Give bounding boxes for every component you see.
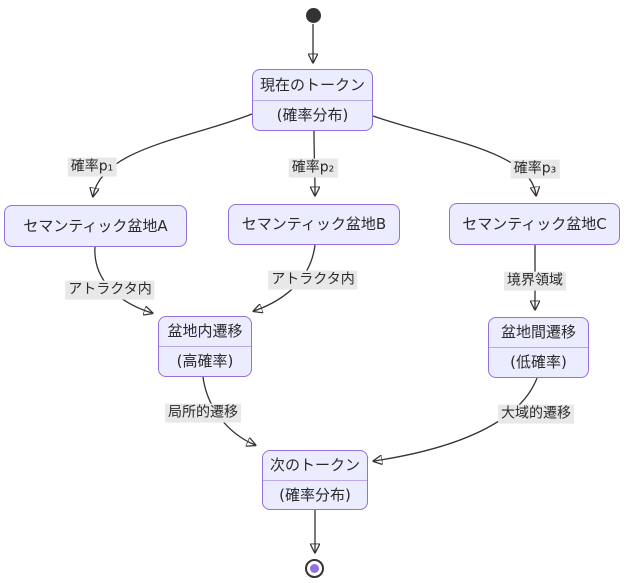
edge-label-probability-p2: 確率p₂ [288,158,338,178]
state-divider [489,347,588,348]
edge-current-token-to-basin-c [372,115,536,195]
state-intra-basin-title: 盆地内遷移 [167,322,243,340]
state-divider [253,100,372,101]
state-inter-basin-subtitle: (低確率) [510,353,567,371]
state-basin-c-title: セマンティック盆地C [462,214,607,233]
final-state-inner-dot [310,564,319,573]
edge-current-token-to-basin-a [93,113,253,196]
edge-label-probability-p1: 確率p₁ [67,157,117,177]
state-next-token-title: 次のトークン [269,456,360,474]
state-basin-c: セマンティック盆地C [449,203,620,245]
state-inter-basin-title: 盆地間遷移 [500,323,576,341]
state-basin-a-title: セマンティック盆地A [23,216,168,235]
state-current-token: 現在のトークン (確率分布) [252,69,373,131]
state-basin-a: セマンティック盆地A [4,205,187,247]
state-intra-basin: 盆地内遷移 (高確率) [158,316,252,377]
state-divider [159,346,251,347]
edge-label-attractor-left: アトラクタ内 [65,280,155,300]
final-state-node [305,559,324,578]
state-current-token-title: 現在のトークン [259,75,365,94]
state-divider [263,480,367,481]
edge-label-probability-p3: 確率p₃ [510,159,560,179]
state-inter-basin: 盆地間遷移 (低確率) [488,317,589,378]
state-next-token-subtitle: (確率分布) [279,485,351,504]
state-intra-basin-subtitle: (高確率) [176,352,234,370]
edge-label-attractor-right: アトラクタ内 [268,270,358,290]
state-basin-b-title: セマンティック盆地B [241,215,387,233]
state-basin-b: セマンティック盆地B [228,204,400,245]
edge-label-local-transition: 局所的遷移 [165,403,241,423]
edge-label-global-transition: 大域的遷移 [498,404,574,424]
edge-label-boundary-region: 境界領域 [504,271,566,291]
initial-state-node [306,8,321,23]
state-current-token-subtitle: (確率分布) [276,106,349,124]
edge-inter-basin-to-next-token [374,377,538,461]
state-next-token: 次のトークン (確率分布) [262,450,368,510]
